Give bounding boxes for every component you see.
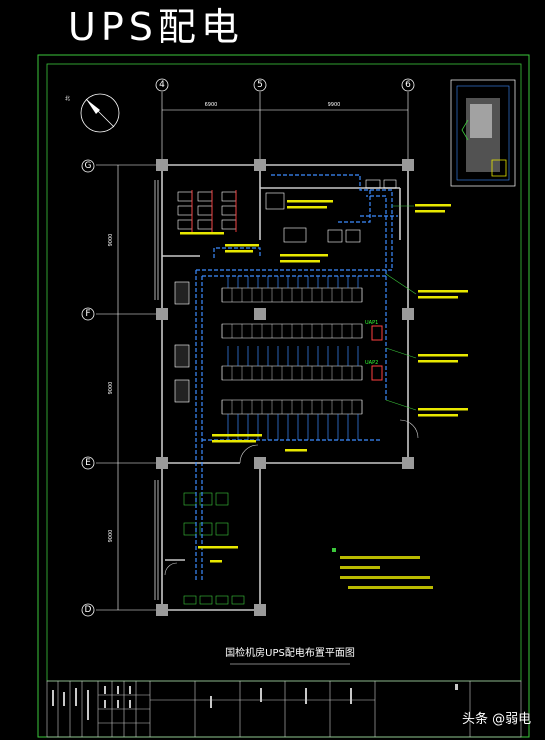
lower-room-equipment [183, 492, 245, 605]
svg-text:6: 6 [405, 80, 411, 90]
svg-text:9000: 9000 [108, 382, 114, 395]
north-arrow-icon: 北 [65, 93, 120, 133]
svg-text:4: 4 [159, 80, 165, 90]
panel-uap1: UAP1 [365, 320, 383, 341]
annotation-marks [180, 200, 468, 563]
svg-text:UAP1: UAP1 [365, 320, 378, 326]
battery-racks [177, 191, 237, 230]
leader-lines [385, 205, 417, 411]
structural-columns [156, 159, 414, 616]
svg-text:9000: 9000 [108, 234, 114, 247]
title-block [46, 680, 522, 738]
building-walls [161, 164, 419, 611]
drawing-caption: 国检机房UPS配电布置平面图 [225, 646, 355, 659]
battery-rack-marks [191, 190, 237, 232]
svg-text:9900: 9900 [328, 102, 341, 108]
svg-text:6900: 6900 [205, 102, 218, 108]
grid-bubble-G: G [81, 159, 95, 173]
tray-drops [227, 276, 359, 440]
rack-dividers [221, 288, 363, 414]
page-title: UPS配电 [68, 5, 244, 49]
title-block-marks [52, 684, 458, 720]
svg-text:9000: 9000 [108, 530, 114, 543]
grid-bubble-6: 6 [401, 78, 415, 92]
grid-bubble-D: D [81, 603, 95, 617]
svg-text:UAP2: UAP2 [365, 360, 378, 366]
svg-text:E: E [85, 458, 91, 468]
svg-text:G: G [85, 161, 92, 171]
dimension-lines-left [96, 164, 160, 611]
grid-bubble-F: F [81, 307, 95, 321]
cable-tray-routes [195, 174, 398, 580]
sheet-outer-frame [37, 54, 530, 738]
grid-bubble-5: 5 [253, 78, 267, 92]
dimension-lines-top [161, 92, 409, 160]
grid-bubble-4: 4 [155, 78, 169, 92]
panel-uap2: UAP2 [365, 360, 383, 381]
svg-text:F: F [85, 309, 90, 319]
key-plan-thumbnail [450, 79, 516, 187]
side-cabinets [174, 281, 190, 403]
watermark-text: 头条 @弱电 [462, 712, 532, 727]
svg-text:5: 5 [257, 80, 263, 90]
top-right-room-equipment [265, 179, 397, 243]
grid-bubble-E: E [81, 456, 95, 470]
svg-text:北: 北 [65, 95, 70, 102]
notes-block [332, 548, 433, 589]
svg-text:D: D [85, 605, 92, 615]
window-strips [154, 180, 159, 600]
